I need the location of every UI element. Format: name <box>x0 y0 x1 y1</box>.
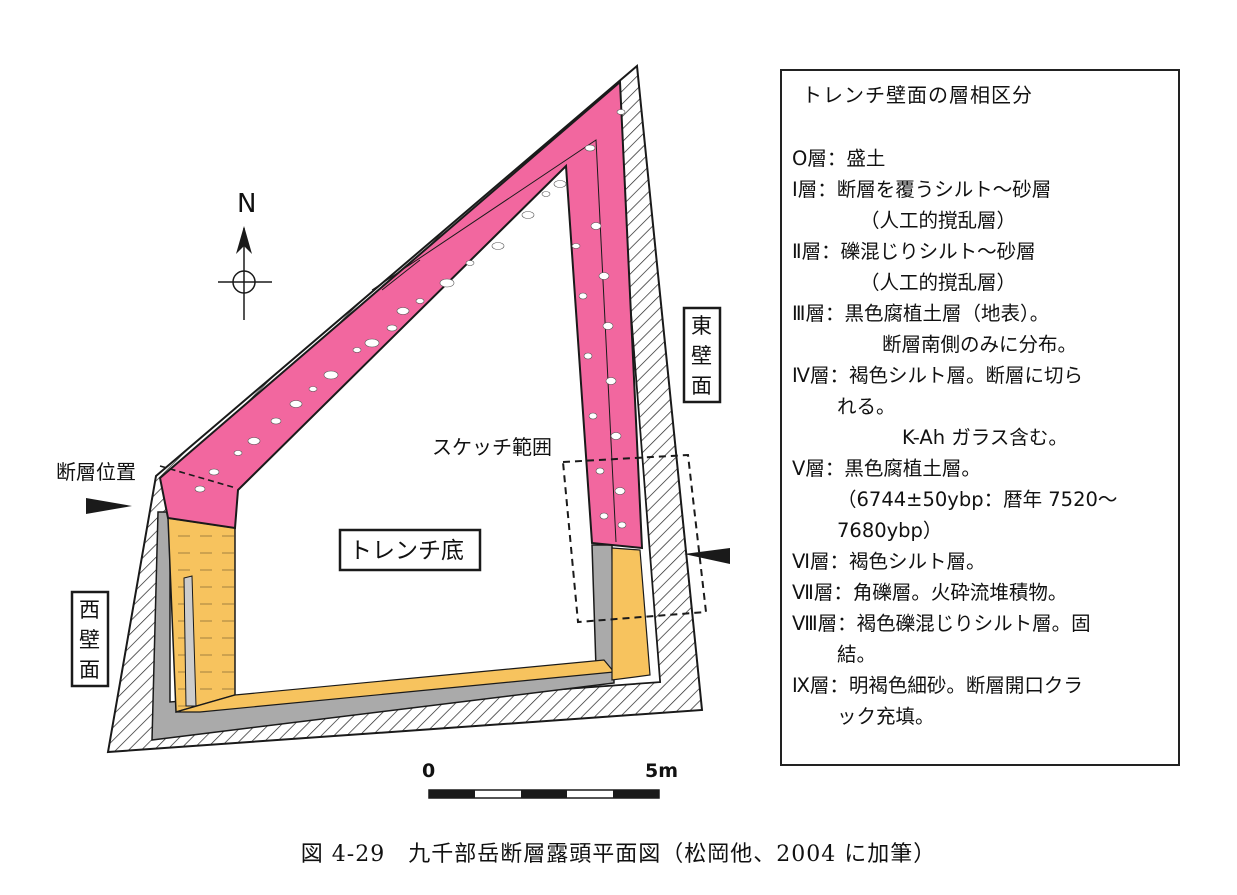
layer-4-strip-east <box>611 547 651 681</box>
fault-position-label: 断層位置 <box>56 460 136 484</box>
west-wall-label-char: 面 <box>79 658 100 682</box>
legend-item: Ⅳ層：褐色シルト層。断層に切ら れる。 K-Ah ガラス含む。 <box>792 360 1170 453</box>
trench-floor-label-box <box>338 528 482 572</box>
legend-item: O層：盛土 <box>792 143 1170 174</box>
west-wall-label-char: 西 <box>79 598 100 622</box>
scale-start-label: 0 <box>422 760 435 782</box>
east-wall-label-box <box>682 306 722 404</box>
layer-7-tongue <box>183 575 197 707</box>
legend-list: O層：盛土 Ⅰ層：断層を覆うシルト～砂層 （人工的撹乱層） Ⅱ層：礫混じりシルト… <box>792 143 1170 732</box>
legend-line: O層：盛土 <box>792 147 886 170</box>
legend-line: Ⅶ層：角礫層。火砕流堆積物。 <box>792 581 1068 604</box>
legend-line: Ⅷ層：褐色礫混じりシルト層。固 <box>792 612 1091 635</box>
gravel-pebbles <box>194 109 627 529</box>
legend-item: Ⅰ層：断層を覆うシルト～砂層 （人工的撹乱層） <box>792 174 1170 236</box>
legend-line: 断層南側のみに分布。 <box>882 333 1078 356</box>
legend-line: Ⅰ層：断層を覆うシルト～砂層 <box>792 178 1052 201</box>
legend-item: Ⅲ層：黒色腐植土層（地表）。 断層南側のみに分布。 <box>792 298 1170 360</box>
legend-item: Ⅵ層：褐色シルト層。 <box>792 546 1170 577</box>
legend-line: Ⅴ層：黒色腐植土層。 <box>792 457 981 480</box>
legend-line: Ⅸ層：明褐色細砂。断層開口クラ <box>792 674 1083 697</box>
legend-line: Ⅵ層：褐色シルト層。 <box>792 550 986 573</box>
legend-item: Ⅷ層：褐色礫混じりシルト層。固 結。 <box>792 608 1170 670</box>
legend-line: 7680ybp） <box>837 519 943 542</box>
legend-item: Ⅶ層：角礫層。火砕流堆積物。 <box>792 577 1170 608</box>
legend-line: 結。 <box>837 643 877 666</box>
layer-1-2-band-pink <box>158 79 644 550</box>
scale-bar <box>428 789 660 799</box>
legend-item: Ⅸ層：明褐色細砂。断層開口クラ ック充填。 <box>792 670 1170 732</box>
legend-line: （6744±50ybp：暦年 7520～ <box>837 488 1118 511</box>
fault-arrow-west <box>86 498 132 514</box>
pink-band-boundary-line <box>381 259 421 291</box>
legend-item: Ⅴ層：黒色腐植土層。 （6744±50ybp：暦年 7520～ 7680ybp） <box>792 453 1170 546</box>
trench-plan-diagram: N 断層位置 スケッチ範囲 トレンチ底 西 壁 面 東 壁 面 0 5m <box>56 64 730 799</box>
figure-caption: 図 4-29 九千部岳断層露頭平面図（松岡他、2004 に加筆） <box>300 842 937 867</box>
legend-line: Ⅲ層：黒色腐植土層（地表）。 <box>792 302 1050 325</box>
legend-line: Ⅱ層：礫混じりシルト～砂層 <box>792 240 1036 263</box>
legend-line: Ⅳ層：褐色シルト層。断層に切ら <box>792 364 1083 387</box>
east-wall-label-char: 壁 <box>691 344 712 368</box>
pink-band-boundary-line <box>371 139 617 543</box>
west-wall-label-box <box>70 590 110 688</box>
legend-item: Ⅱ層：礫混じりシルト～砂層 （人工的撹乱層） <box>792 236 1170 298</box>
trench-floor-label: トレンチ底 <box>349 538 464 564</box>
legend-line: K-Ah ガラス含む。 <box>902 426 1068 449</box>
west-wall-label-char: 壁 <box>79 628 100 652</box>
east-wall-label-char: 面 <box>691 374 712 398</box>
east-wall-label-char: 東 <box>691 314 712 338</box>
legend-line: （人工的撹乱層） <box>860 209 1017 232</box>
layer-4-strip-bottom <box>175 659 616 713</box>
legend-panel: トレンチ壁面の層相区分 O層：盛土 Ⅰ層：断層を覆うシルト～砂層 （人工的撹乱層… <box>780 69 1180 766</box>
legend-line: ック充填。 <box>837 705 935 728</box>
scale-end-label: 5m <box>645 760 678 782</box>
fault-position-line <box>159 465 237 489</box>
sketch-range-label: スケッチ範囲 <box>432 435 552 459</box>
fault-arrow-east <box>684 548 730 564</box>
layer-4-block-west <box>167 517 236 713</box>
legend-line: れる。 <box>837 395 896 418</box>
legend-title: トレンチ壁面の層相区分 <box>802 83 1033 107</box>
north-arrow <box>218 226 272 320</box>
legend-line: （人工的撹乱層） <box>860 271 1017 294</box>
north-label: N <box>237 189 256 219</box>
